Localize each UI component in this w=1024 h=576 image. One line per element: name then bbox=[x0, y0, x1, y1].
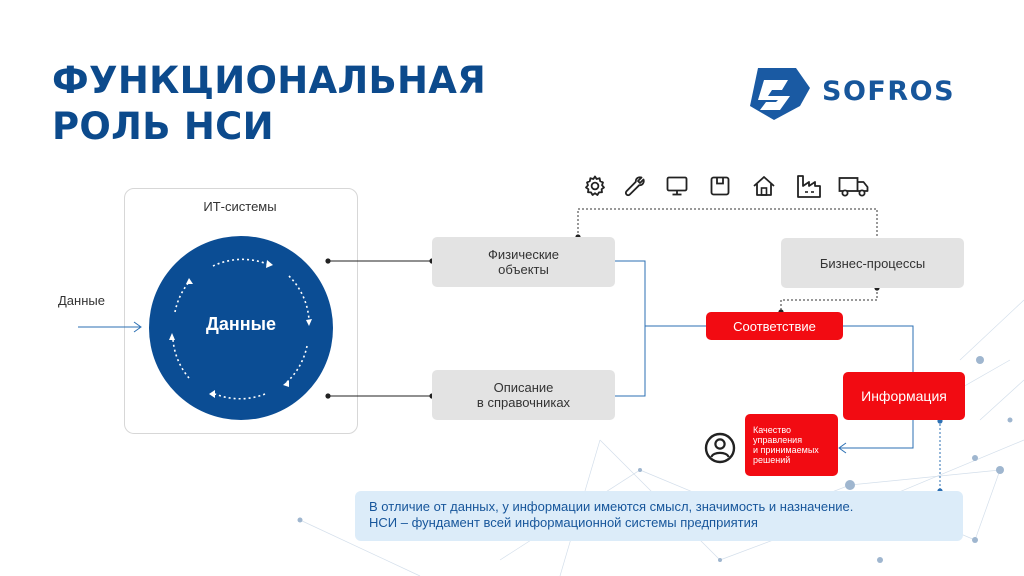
title-line-1: ФУНКЦИОНАЛЬНАЯ bbox=[52, 59, 486, 102]
catalog-description-node: Описание в справочниках bbox=[432, 370, 615, 420]
monitor-icon bbox=[666, 176, 688, 196]
catalog-description-label: Описание в справочниках bbox=[476, 380, 571, 410]
correspondence-label: Соответствие bbox=[733, 318, 816, 334]
input-arrow bbox=[78, 321, 142, 333]
logo-text: SOFROS bbox=[822, 76, 956, 107]
user-icon bbox=[704, 432, 736, 464]
quality-label: Качество управления и принимаемых решени… bbox=[753, 425, 819, 465]
data-core-label: Данные bbox=[206, 314, 276, 334]
page-title: ФУНКЦИОНАЛЬНАЯ РОЛЬ НСИ bbox=[52, 58, 486, 150]
information-label: Информация bbox=[861, 388, 947, 404]
note-line-2: НСИ – фундамент всей информационной сист… bbox=[369, 515, 758, 530]
physical-objects-label: Физические объекты bbox=[487, 247, 560, 277]
cycle-arrows-icon bbox=[169, 258, 312, 400]
data-core-circle bbox=[149, 236, 333, 420]
information-node: Информация bbox=[843, 372, 965, 420]
house-icon bbox=[753, 176, 775, 196]
sofros-logo: SOFROS bbox=[744, 66, 974, 122]
business-processes-node: Бизнес-процессы bbox=[781, 238, 964, 288]
factory-icon bbox=[797, 175, 821, 198]
quality-node: Качество управления и принимаемых решени… bbox=[745, 414, 838, 476]
business-processes-label: Бизнес-процессы bbox=[819, 255, 926, 271]
correspondence-node: Соответствие bbox=[706, 312, 843, 340]
note-text: В отличие от данных, у информации имеютс… bbox=[369, 499, 853, 531]
gear-icon bbox=[585, 175, 605, 196]
wrench-icon bbox=[624, 176, 645, 197]
note-line-1: В отличие от данных, у информации имеютс… bbox=[369, 499, 854, 514]
data-input-label: Данные bbox=[58, 293, 105, 308]
title-line-2: РОЛЬ НСИ bbox=[52, 105, 274, 148]
it-systems-label: ИТ-системы bbox=[203, 199, 277, 214]
logo-mark-icon bbox=[750, 68, 810, 120]
note-box bbox=[355, 491, 963, 541]
physical-objects-node: Физические объекты bbox=[432, 237, 615, 287]
box-icon bbox=[710, 176, 730, 196]
truck-icon bbox=[838, 177, 869, 197]
